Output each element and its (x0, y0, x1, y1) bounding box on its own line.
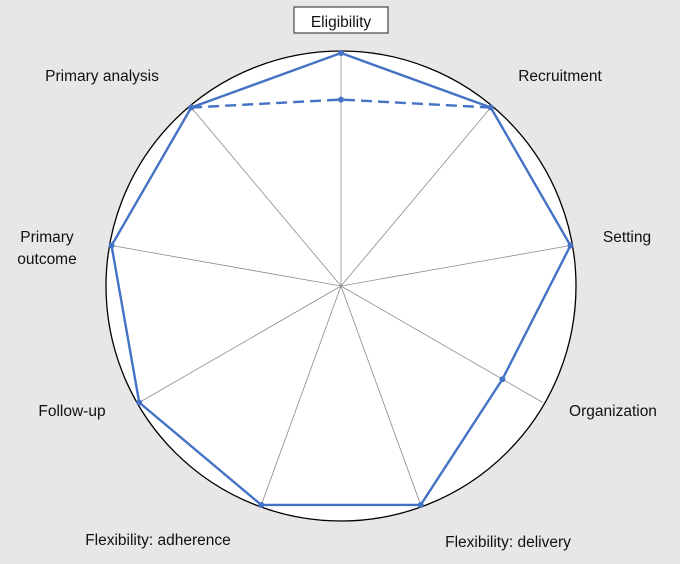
axis-label-box-eligibility (293, 6, 389, 34)
spoke-primary-analysis (190, 107, 342, 287)
spoke-flexibility-delivery (340, 285, 422, 506)
spoke-primary-outcome (111, 245, 342, 287)
axis-label-flexibility-delivery: Flexibility: delivery (445, 534, 571, 551)
point-follow-up (136, 399, 143, 406)
point-flexibility-adherence (258, 501, 265, 508)
spoke-recruitment (340, 107, 492, 287)
spoke-follow-up (139, 285, 342, 403)
axis-label-primary-analysis: Primary analysis (45, 68, 159, 85)
spoke-setting (340, 245, 571, 287)
spoke-flexibility-adherence (260, 285, 342, 506)
spokes (111, 53, 571, 506)
point-dashed-eligibility (338, 96, 344, 103)
spoke-organization (340, 285, 543, 403)
point-eligibility (338, 50, 344, 56)
axis-labels: EligibilityRecruitmentSettingOrganizatio… (17, 6, 657, 551)
series-solid-line (110, 51, 572, 507)
point-organization (499, 376, 506, 383)
point-primary-analysis (188, 104, 195, 111)
point-recruitment (487, 104, 494, 111)
series-layer (108, 50, 574, 508)
axis-label-flexibility-adherence: Flexibility: adherence (85, 532, 231, 549)
axis-label-organization: Organization (569, 403, 657, 420)
axis-label-recruitment: Recruitment (518, 68, 602, 85)
axis-label-eligibility: Eligibility (311, 14, 372, 31)
point-primary-outcome (108, 242, 115, 249)
axis-label-setting: Setting (603, 229, 651, 246)
point-flexibility-delivery (417, 501, 424, 508)
axis-label-follow-up: Follow-up (38, 403, 105, 420)
point-setting (567, 242, 574, 249)
